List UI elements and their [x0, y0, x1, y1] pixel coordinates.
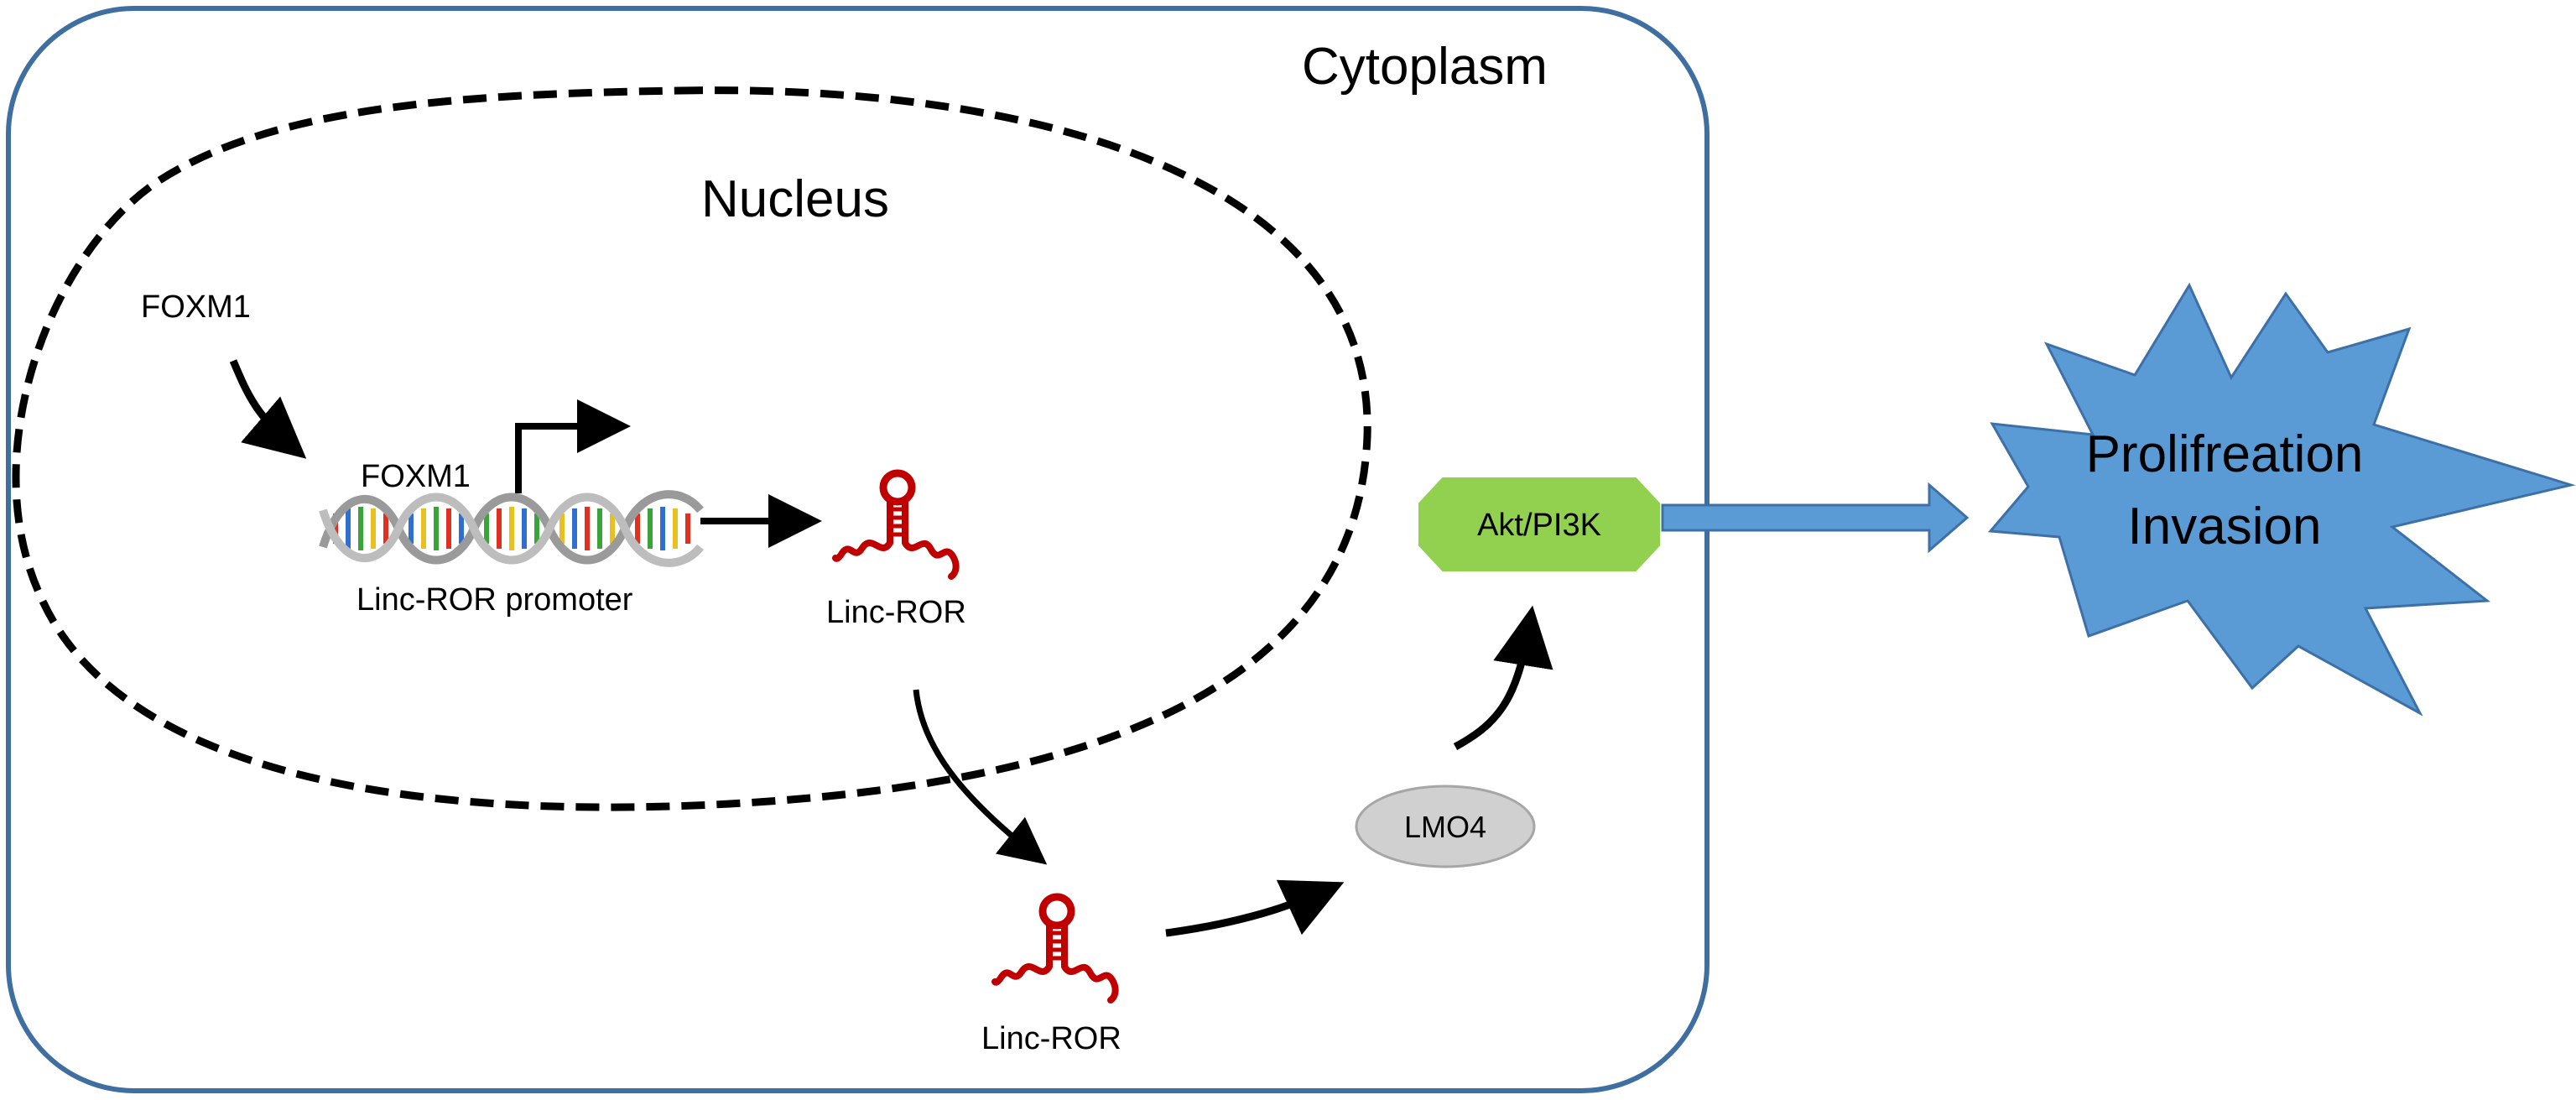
- arrow-lmo4-to-akt: [1453, 605, 1553, 750]
- outcome-starburst: [1987, 282, 2576, 717]
- foxm1-bound-label: FOXM1: [361, 459, 471, 494]
- lmo4-node: [1355, 785, 1536, 868]
- nucleus-envelope: [12, 86, 1371, 811]
- cytoplasm-label: Cytoplasm: [1302, 38, 1548, 96]
- lmo4-label: LMO4: [1404, 810, 1486, 844]
- dna-helix-icon: [319, 490, 704, 567]
- transcription-start-arrow: [515, 399, 631, 493]
- outcome-line-1: Prolifreation: [2086, 425, 2364, 483]
- outcome-line-2: Invasion: [2128, 498, 2322, 555]
- arrow-linc-ror-export: [913, 689, 1048, 865]
- foxm1-label: FOXM1: [141, 289, 251, 325]
- nucleus-label: Nucleus: [701, 170, 889, 228]
- arrow-linc-ror-to-lmo4: [1165, 879, 1345, 937]
- block-arrow-to-outcome: [1661, 482, 1970, 554]
- linc-ror-cytoplasm-label: Linc-ROR: [981, 1021, 1121, 1056]
- akt-pi3k-node: [1418, 477, 1660, 571]
- promoter-label: Linc-ROR promoter: [356, 582, 633, 618]
- akt-pi3k-label: Akt/PI3K: [1477, 508, 1601, 543]
- arrow-foxm1-to-promoter: [229, 359, 307, 459]
- linc-ror-nucleus-label: Linc-ROR: [826, 595, 966, 630]
